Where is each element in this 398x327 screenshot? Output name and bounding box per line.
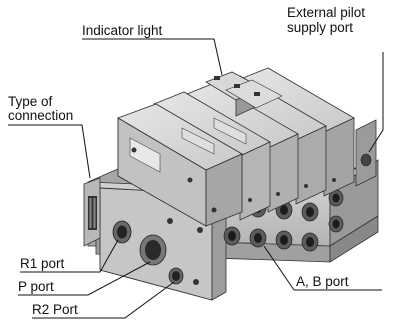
r2-port-leader <box>32 281 175 319</box>
external-pilot-port <box>355 119 377 187</box>
label-indicator-light: Indicator light <box>82 23 163 38</box>
leader-lines <box>8 38 384 319</box>
indicator-light-leader <box>82 38 223 76</box>
label-r2-port: R2 Port <box>32 302 78 317</box>
label-r1-port: R1 port <box>20 256 65 271</box>
p-port-leader <box>18 261 151 296</box>
label-p-port: P port <box>18 279 54 294</box>
ab-port-leader-branch <box>263 245 295 291</box>
connector-box <box>83 177 101 247</box>
label-external-pilot-line1: External pilot <box>287 5 366 20</box>
r1-port-leader <box>20 239 119 273</box>
label-type-of-connection-line1: Type of <box>8 94 53 109</box>
label-ab-port: A, B port <box>296 274 349 289</box>
label-external-pilot-line2: supply port <box>287 20 354 35</box>
valve-stack <box>116 67 355 227</box>
external-pilot-leader <box>368 52 384 153</box>
type-of-connection-leader <box>8 124 91 179</box>
end-plate-ports <box>112 218 203 285</box>
label-type-of-connection-line2: connection <box>8 108 74 123</box>
